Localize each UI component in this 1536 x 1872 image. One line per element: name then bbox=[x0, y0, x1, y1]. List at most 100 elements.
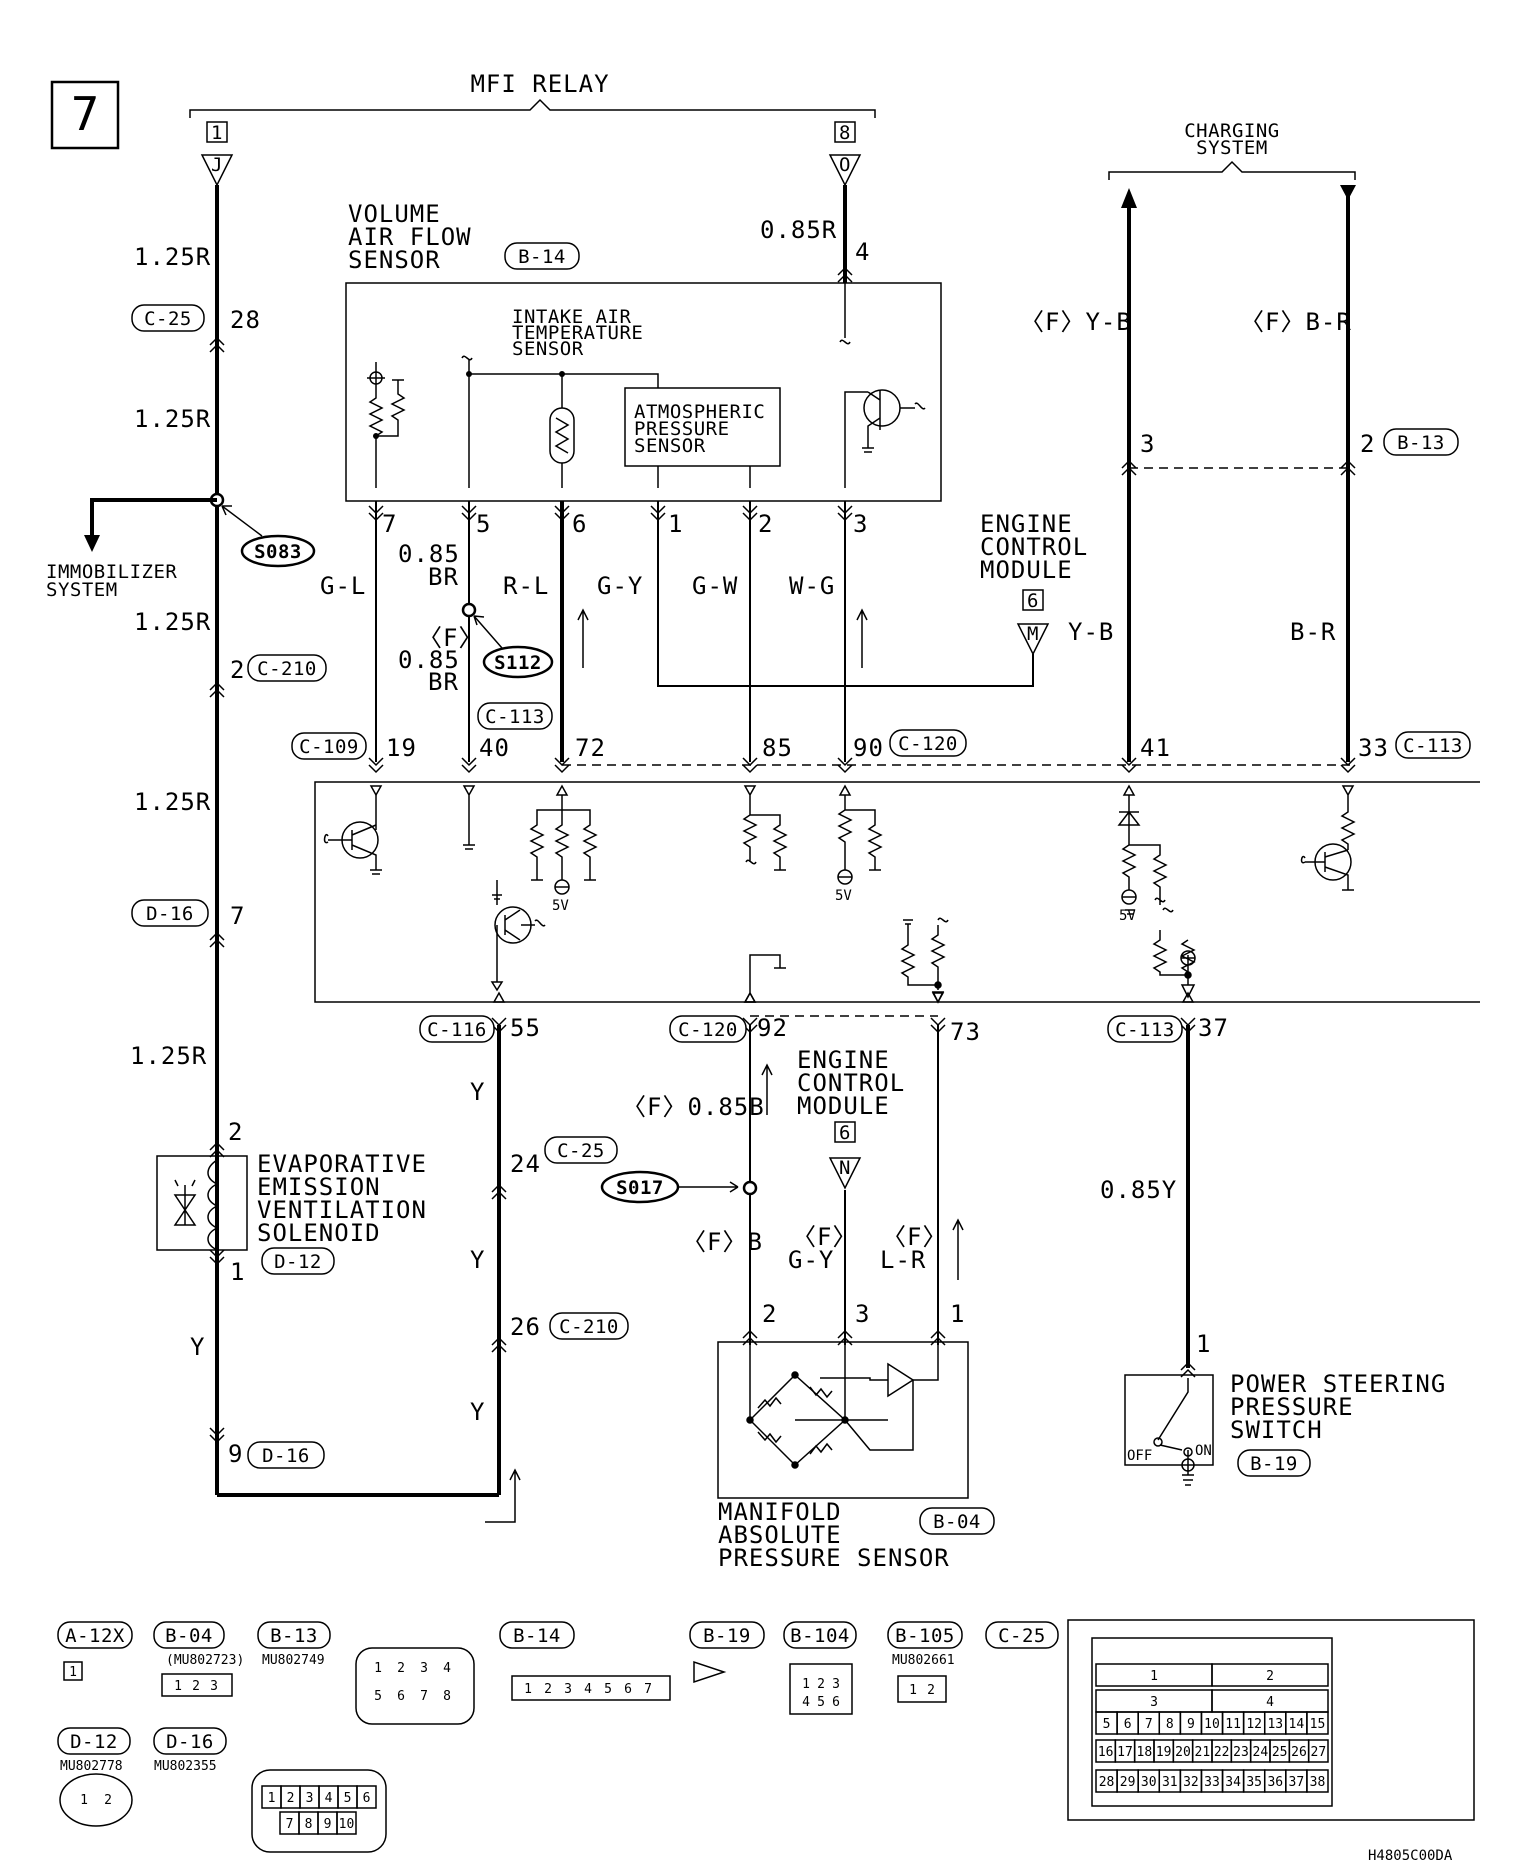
legend-c25-pin-30: 30 bbox=[1141, 1775, 1157, 1790]
chevron bbox=[209, 931, 225, 948]
ecm-top-pin-letter: M bbox=[1027, 623, 1039, 645]
legend-c25-pin-17: 17 bbox=[1117, 1745, 1133, 1760]
connector-c113-mid-label: C-113 bbox=[485, 706, 545, 728]
pin-1-evap: 1 bbox=[230, 1258, 245, 1286]
legend-c25-pin-27: 27 bbox=[1311, 1745, 1327, 1760]
wire-label-0-85y: 0.85Y bbox=[1100, 1176, 1177, 1204]
legend-c25-pin-8: 8 bbox=[1166, 1717, 1174, 1732]
ecm-top-label-1: ENGINE bbox=[980, 510, 1073, 538]
legend-b13-pin-8: 8 bbox=[443, 1689, 451, 1704]
pin-3-vafs: 3 bbox=[853, 510, 868, 538]
connector-c109 bbox=[291, 732, 367, 760]
wire-label-1-25r-c: 1.25R bbox=[134, 608, 211, 636]
vafs-label-1: VOLUME bbox=[348, 200, 441, 228]
evap-solenoid-box bbox=[156, 1155, 248, 1251]
legend-c25-pin-20: 20 bbox=[1175, 1745, 1191, 1760]
legend-b04-pin-2: 2 bbox=[192, 1679, 200, 1694]
legend-b13-pin-1: 1 bbox=[374, 1661, 382, 1676]
current-arrow-bottom bbox=[485, 1468, 521, 1523]
wire-label-0-85r: 0.85R bbox=[760, 216, 837, 244]
legend-c25-pin-25: 25 bbox=[1272, 1745, 1288, 1760]
legend-b104-pin-2: 2 bbox=[817, 1677, 825, 1692]
wire-label-f-g-y-a: 〈F〉 bbox=[792, 1223, 857, 1251]
legend-c25-pin-3: 3 bbox=[1150, 1695, 1158, 1710]
legend-c25-pin-34: 34 bbox=[1225, 1775, 1241, 1790]
chevron bbox=[209, 1141, 225, 1158]
legend-c25-pin-21: 21 bbox=[1195, 1745, 1211, 1760]
legend-c25-pin-38-cell bbox=[1306, 1769, 1329, 1793]
legend-c25-label: C-25 bbox=[998, 1625, 1046, 1647]
pin-9: 9 bbox=[228, 1440, 243, 1468]
legend-c25-pin-28: 28 bbox=[1099, 1775, 1115, 1790]
wire-label-f-085b: 〈F〉0.85B bbox=[622, 1093, 765, 1121]
connector-c210-left bbox=[247, 654, 327, 682]
legend-d16-pin-6: 6 bbox=[363, 1791, 371, 1806]
legend-c25-pin-7: 7 bbox=[1145, 1717, 1153, 1732]
vafs-resistor-7 bbox=[368, 362, 406, 488]
ecm-bottom-label-2: CONTROL bbox=[797, 1069, 905, 1097]
immobilizer-line-1: IMMOBILIZER bbox=[46, 561, 177, 583]
legend-b105-part: MU802661 bbox=[892, 1653, 955, 1668]
legend-d16-label: D-16 bbox=[166, 1731, 214, 1753]
legend-a12x-label: A-12X bbox=[65, 1625, 125, 1647]
pin-92: 92 bbox=[757, 1014, 788, 1042]
legend-d16-pin-10: 10 bbox=[339, 1817, 355, 1832]
wire-label-r-l: R-L bbox=[503, 572, 549, 600]
legend-d16-shape bbox=[251, 1769, 387, 1853]
relay-pin-8-symbol bbox=[828, 154, 862, 187]
wire-immobilizer bbox=[90, 498, 217, 540]
connector-legend: A-12X 1 B-04 (MU802723) 1 2 3 B-13 MU802… bbox=[57, 1619, 1475, 1853]
connector-b14-label: B-14 bbox=[518, 246, 566, 268]
wire-label-f085br-b: 0.85 bbox=[398, 646, 460, 674]
legend-b14-shape bbox=[511, 1675, 671, 1701]
current-arrow-w-g bbox=[856, 608, 868, 668]
iat-label-2: TEMPERATURE bbox=[512, 322, 643, 344]
pin-3-map: 3 bbox=[855, 1300, 870, 1328]
legend-b14-pin-5: 5 bbox=[604, 1682, 612, 1697]
map-label-3: PRESSURE SENSOR bbox=[718, 1544, 950, 1572]
evap-solenoid-coil bbox=[207, 1159, 219, 1251]
splice-s112-pointer bbox=[473, 615, 503, 649]
chevron bbox=[554, 757, 570, 774]
wire-label-0-85br-a: 0.85 bbox=[398, 540, 460, 568]
chevron bbox=[209, 1249, 225, 1266]
legend-b14-pin-4: 4 bbox=[584, 1682, 592, 1697]
pin-5-vafs: 5 bbox=[476, 510, 491, 538]
ps-switch-off: OFF bbox=[1127, 1448, 1152, 1464]
wire-label-y-b: Y bbox=[470, 1246, 485, 1274]
legend-b104-pin-3: 3 bbox=[832, 1677, 840, 1692]
atmospheric-label-3: SENSOR bbox=[634, 435, 706, 457]
legend-c25-pin-33: 33 bbox=[1204, 1775, 1220, 1790]
relay-pin-1: 1 bbox=[211, 122, 223, 144]
chevron bbox=[368, 757, 384, 774]
legend-b04-pin-1: 1 bbox=[174, 1679, 182, 1694]
legend-b13-pin-7: 7 bbox=[420, 1689, 428, 1704]
pin-40: 40 bbox=[479, 734, 510, 762]
chevron bbox=[491, 1183, 507, 1200]
connector-b13-label: B-13 bbox=[1397, 432, 1445, 454]
image-code: H4805C00DA bbox=[1368, 1848, 1453, 1864]
legend-b13-pin-3: 3 bbox=[420, 1661, 428, 1676]
evap-valve-symbol bbox=[173, 1179, 197, 1226]
legend-b14-pin-7: 7 bbox=[644, 1682, 652, 1697]
pin-19: 19 bbox=[386, 734, 417, 762]
legend-c25-pin-6: 6 bbox=[1124, 1717, 1132, 1732]
ecm-top-pin: 6 bbox=[1027, 590, 1039, 612]
legend-b105-label: B-105 bbox=[895, 1625, 955, 1647]
pin-7-d16: 7 bbox=[230, 902, 245, 930]
mfi-relay-brace bbox=[189, 98, 876, 118]
junction bbox=[466, 371, 472, 377]
chevron bbox=[491, 1336, 507, 1353]
legend-c25-pin-29: 29 bbox=[1120, 1775, 1136, 1790]
legend-b104-pin-6: 6 bbox=[832, 1695, 840, 1710]
evap-label-2: EMISSION bbox=[257, 1173, 381, 1201]
pin-73: 73 bbox=[950, 1018, 981, 1046]
pin-3-b13: 3 bbox=[1140, 430, 1155, 458]
ps-switch-on: ON bbox=[1195, 1443, 1212, 1459]
wire-label-f-b-r: 〈F〉B-R bbox=[1240, 308, 1352, 336]
pin-2-vafs: 2 bbox=[758, 510, 773, 538]
legend-c25-pin-14: 14 bbox=[1289, 1717, 1305, 1732]
legend-b04-part: (MU802723) bbox=[166, 1653, 244, 1668]
splice-dot-s017 bbox=[742, 1180, 758, 1196]
legend-b14-pin-3: 3 bbox=[564, 1682, 572, 1697]
